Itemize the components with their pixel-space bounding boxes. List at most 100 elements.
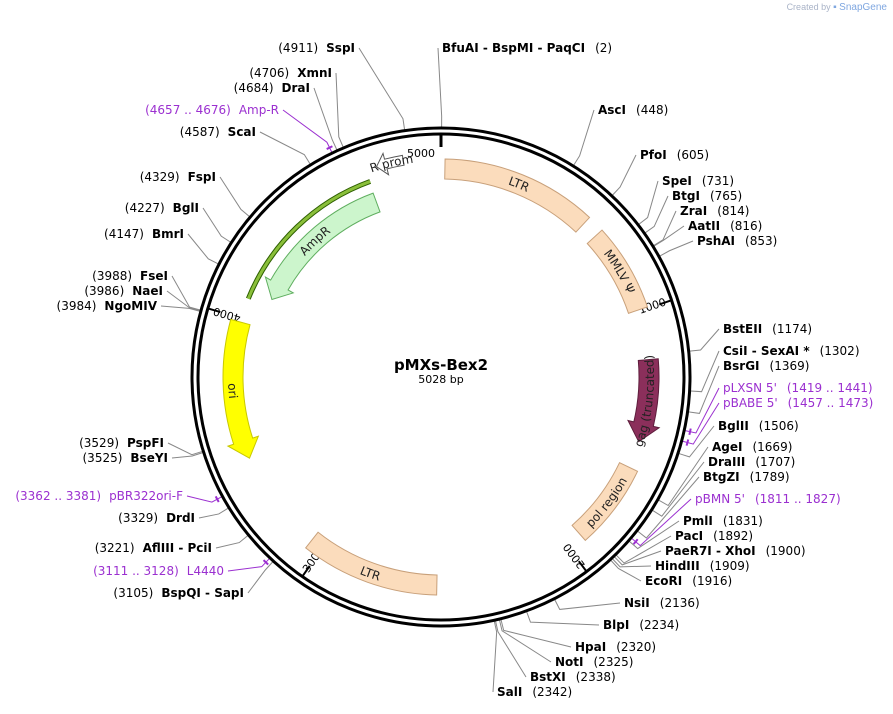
enzyme-site-label[interactable]: (4911)SspI — [278, 41, 355, 55]
enzyme-site-label[interactable]: PshAI(853) — [697, 234, 777, 248]
enzyme-site-label[interactable]: BlpI(2234) — [603, 618, 679, 632]
leader-lines — [160, 47, 720, 693]
site-leader-line — [247, 561, 274, 594]
snapgene-branding: Created by ▪ SnapGene — [787, 2, 887, 13]
scale-tick — [302, 565, 311, 577]
plasmid-name: pMXs-Bex2 — [394, 356, 488, 374]
enzyme-site-label[interactable]: (4706)XmnI — [249, 66, 332, 80]
primer-leader-line — [631, 498, 692, 547]
primer-binding-mark — [326, 145, 333, 150]
feature-ampr-promoter[interactable] — [375, 151, 405, 176]
backbone-inner-ring — [196, 132, 686, 622]
feature-gag-truncated[interactable] — [627, 358, 661, 443]
enzyme-site-label[interactable]: SpeI(731) — [662, 174, 734, 188]
enzyme-site-label[interactable]: PfoI(605) — [640, 148, 709, 162]
primer-leader-line — [227, 558, 270, 572]
primer-site-label[interactable]: (3362 .. 3381)pBR322ori-F — [15, 489, 183, 503]
site-leader-line — [690, 350, 720, 393]
enzyme-site-label[interactable]: AgeI(1669) — [712, 440, 792, 454]
enzyme-site-label[interactable]: NsiI(2136) — [624, 596, 700, 610]
feature-ori[interactable] — [222, 318, 260, 459]
enzyme-site-label[interactable]: CsiI - SexAI *(1302) — [723, 344, 860, 358]
feature-label: ori — [225, 383, 240, 399]
site-leader-line — [526, 611, 600, 626]
site-leader-line — [335, 72, 344, 148]
site-leader-line — [615, 535, 672, 564]
enzyme-site-label[interactable]: (3329)DrdI — [118, 511, 195, 525]
enzyme-site-label[interactable]: ZraI(814) — [680, 204, 749, 218]
site-leader-line — [658, 446, 709, 507]
enzyme-site-label[interactable]: BglII(1506) — [718, 419, 799, 433]
enzyme-site-label[interactable]: EcoRI(1916) — [645, 574, 732, 588]
site-leader-line — [659, 240, 694, 257]
site-leader-line — [219, 176, 250, 217]
feature-ampr[interactable] — [264, 192, 381, 301]
enzyme-site-label[interactable]: BfuAI - BspMI - PaqCI(2) — [442, 41, 612, 55]
primer-binding-mark — [632, 538, 639, 545]
enzyme-site-label[interactable]: SalI(2342) — [497, 685, 572, 699]
feature-label: AmpR promoter — [0, 0, 414, 175]
primer-site-label[interactable]: (3111 .. 3128)L4440 — [93, 564, 224, 578]
enzyme-site-label[interactable]: AatII(816) — [688, 219, 762, 233]
site-leader-line — [652, 461, 705, 517]
feature-label: pol region — [583, 475, 630, 530]
enzyme-site-label[interactable]: BsrGI(1369) — [723, 359, 809, 373]
primer-site-label[interactable]: pBABE 5'(1457 .. 1473) — [723, 396, 873, 410]
site-leader-line — [202, 207, 231, 243]
site-leader-line — [198, 507, 229, 519]
site-leader-line — [573, 109, 595, 166]
enzyme-site-label[interactable]: NotI(2325) — [555, 655, 633, 669]
enzyme-site-label[interactable]: DraIII(1707) — [708, 455, 795, 469]
enzyme-site-label[interactable]: HpaI(2320) — [575, 640, 656, 654]
enzyme-site-label[interactable]: (4684)DraI — [234, 81, 310, 95]
primer-binding-mark — [262, 559, 269, 566]
site-leader-line — [678, 425, 715, 458]
enzyme-site-label[interactable]: HindIII(1909) — [655, 559, 750, 573]
enzyme-site-label[interactable]: (4329)FspI — [140, 170, 216, 184]
site-leader-line — [554, 599, 621, 610]
site-leader-line — [638, 180, 659, 225]
site-leader-line — [688, 365, 720, 414]
site-leader-line — [492, 621, 498, 693]
enzyme-site-label[interactable]: (3986)NaeI — [84, 284, 163, 298]
site-leader-line — [629, 520, 680, 550]
enzyme-site-label[interactable]: (3988)FseI — [92, 269, 168, 283]
enzyme-site-label[interactable]: (4227)BglI — [125, 201, 199, 215]
enzyme-site-label[interactable]: (3105)BspQI - SapI — [113, 586, 244, 600]
site-leader-line — [689, 328, 720, 352]
snapgene-app-name: SnapGene — [839, 2, 887, 13]
site-labels: (4911)SspI BfuAI - BspMI - PaqCI(2) (4706)… — [15, 41, 873, 699]
site-leader-line — [495, 620, 527, 678]
primer-binding-mark — [685, 439, 690, 446]
site-leader-line — [171, 275, 201, 311]
feature-ltr[interactable] — [304, 531, 438, 596]
primer-site-label[interactable]: pLXSN 5'(1419 .. 1441) — [723, 381, 873, 395]
enzyme-site-label[interactable]: BtgI(765) — [672, 189, 742, 203]
plasmid-length: 5028 bp — [418, 373, 463, 386]
primer-leader-line — [685, 387, 720, 434]
primer-site-label[interactable]: (4657 .. 4676)Amp-R — [145, 103, 279, 117]
feature-ltr[interactable] — [444, 158, 591, 233]
enzyme-site-label[interactable]: (3221)AflIII - PciI — [95, 541, 212, 555]
enzyme-site-label[interactable]: (4147)BmrI — [104, 227, 184, 241]
selection-highlight-arc-inner — [246, 180, 371, 300]
enzyme-site-label[interactable]: BtgZI(1789) — [703, 470, 790, 484]
enzyme-site-label[interactable]: BstEII(1174) — [723, 322, 812, 336]
primer-site-label[interactable]: pBMN 5'(1811 .. 1827) — [695, 492, 841, 506]
site-leader-line — [437, 47, 443, 128]
site-leader-line — [500, 619, 572, 648]
feature-mmlv[interactable] — [586, 229, 649, 314]
site-leader-line — [358, 47, 406, 130]
enzyme-site-label[interactable]: PaeR7I - XhoI(1900) — [665, 544, 806, 558]
enzyme-site-label[interactable]: BstXI(2338) — [530, 670, 616, 684]
enzyme-site-label[interactable]: (4587)ScaI — [180, 125, 256, 139]
enzyme-site-label[interactable]: (3984)NgoMIV — [57, 299, 158, 313]
enzyme-site-label[interactable]: PmlI(1831) — [683, 514, 763, 528]
feature-pol-region[interactable] — [571, 461, 639, 542]
enzyme-site-label[interactable]: (3529)PspFI — [79, 436, 164, 450]
enzyme-site-label[interactable]: (3525)BseYI — [83, 451, 169, 465]
enzyme-site-label[interactable]: PacI(1892) — [675, 529, 753, 543]
scale-tick — [658, 299, 671, 306]
enzyme-site-label[interactable]: AscI(448) — [598, 103, 668, 117]
